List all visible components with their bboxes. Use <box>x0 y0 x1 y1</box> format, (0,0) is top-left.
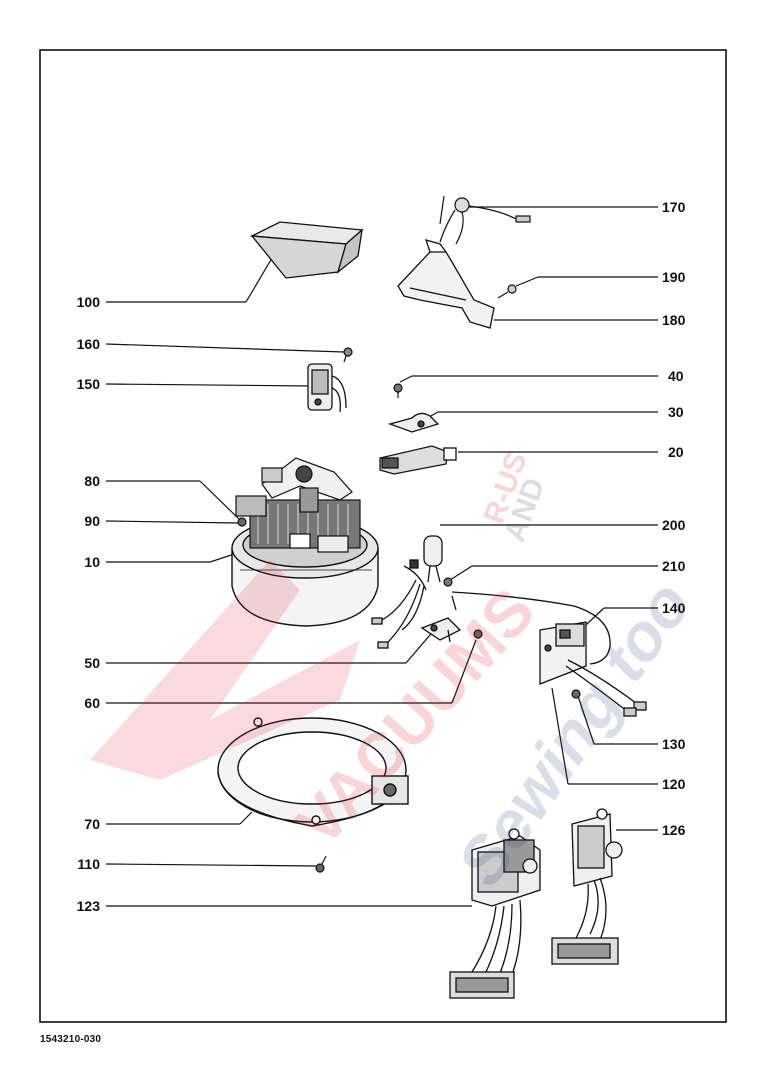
leader-100b <box>245 257 273 303</box>
callout-20: 20 <box>668 444 684 460</box>
callout-60: 60 <box>84 695 100 711</box>
callout-210: 210 <box>662 558 686 574</box>
part-130-screw <box>571 689 581 699</box>
callout-170: 170 <box>662 199 686 215</box>
part-70-mounting-ring <box>217 717 409 827</box>
part-80-motor-armature <box>235 457 361 553</box>
callout-123: 123 <box>76 898 100 914</box>
callout-100: 100 <box>76 294 100 310</box>
part-90-screw <box>237 517 247 527</box>
leader-160 <box>105 343 345 353</box>
part-140-wire-harness <box>565 659 647 717</box>
part-50-terminal <box>420 617 462 643</box>
part-120-switch-bracket <box>539 621 587 685</box>
part-210-screw <box>443 577 453 587</box>
part-160-screw <box>343 347 353 363</box>
part-40-screw <box>393 383 403 398</box>
callout-190: 190 <box>662 269 686 285</box>
callout-150: 150 <box>76 376 100 392</box>
callout-90: 90 <box>84 513 100 529</box>
leader-190 <box>515 276 539 287</box>
leader-110 <box>105 863 317 867</box>
leader-70b <box>239 811 253 825</box>
callout-50: 50 <box>84 655 100 671</box>
part-30-clamp <box>387 412 440 433</box>
callout-140: 140 <box>662 600 686 616</box>
part-190-screw <box>497 284 517 299</box>
leader-120 <box>551 687 569 785</box>
leader-210 <box>449 565 473 581</box>
part-110-screw <box>315 855 327 873</box>
callout-120: 120 <box>662 776 686 792</box>
leader-80b <box>199 480 241 521</box>
leader-130 <box>577 695 595 745</box>
leader-150 <box>105 383 313 387</box>
callout-160: 160 <box>76 336 100 352</box>
callout-180: 180 <box>662 312 686 328</box>
leader-40 <box>399 375 413 383</box>
leader-60b <box>451 639 477 704</box>
callout-70: 70 <box>84 816 100 832</box>
callout-126: 126 <box>662 822 686 838</box>
callout-200: 200 <box>662 517 686 533</box>
drawing-code: 1543210-030 <box>40 1034 102 1045</box>
part-126-potentiometer-board <box>551 808 623 965</box>
callout-80: 80 <box>84 473 100 489</box>
callout-40: 40 <box>668 368 684 384</box>
part-100-sponge <box>249 221 364 279</box>
part-180-bracket <box>397 239 495 329</box>
callout-130: 130 <box>662 736 686 752</box>
part-200-capacitor <box>423 535 443 583</box>
part-170-thermal-fuse <box>439 195 531 245</box>
drawing-frame <box>39 49 727 1023</box>
leader-90 <box>105 520 239 524</box>
motor-wiring <box>371 559 611 665</box>
callout-30: 30 <box>668 404 684 420</box>
part-60-screw <box>473 629 483 639</box>
part-123-control-board <box>449 828 541 999</box>
part-150-clip <box>307 363 347 413</box>
callout-10: 10 <box>84 554 100 570</box>
part-20-brush-holder <box>379 445 457 475</box>
callout-110: 110 <box>77 856 100 872</box>
